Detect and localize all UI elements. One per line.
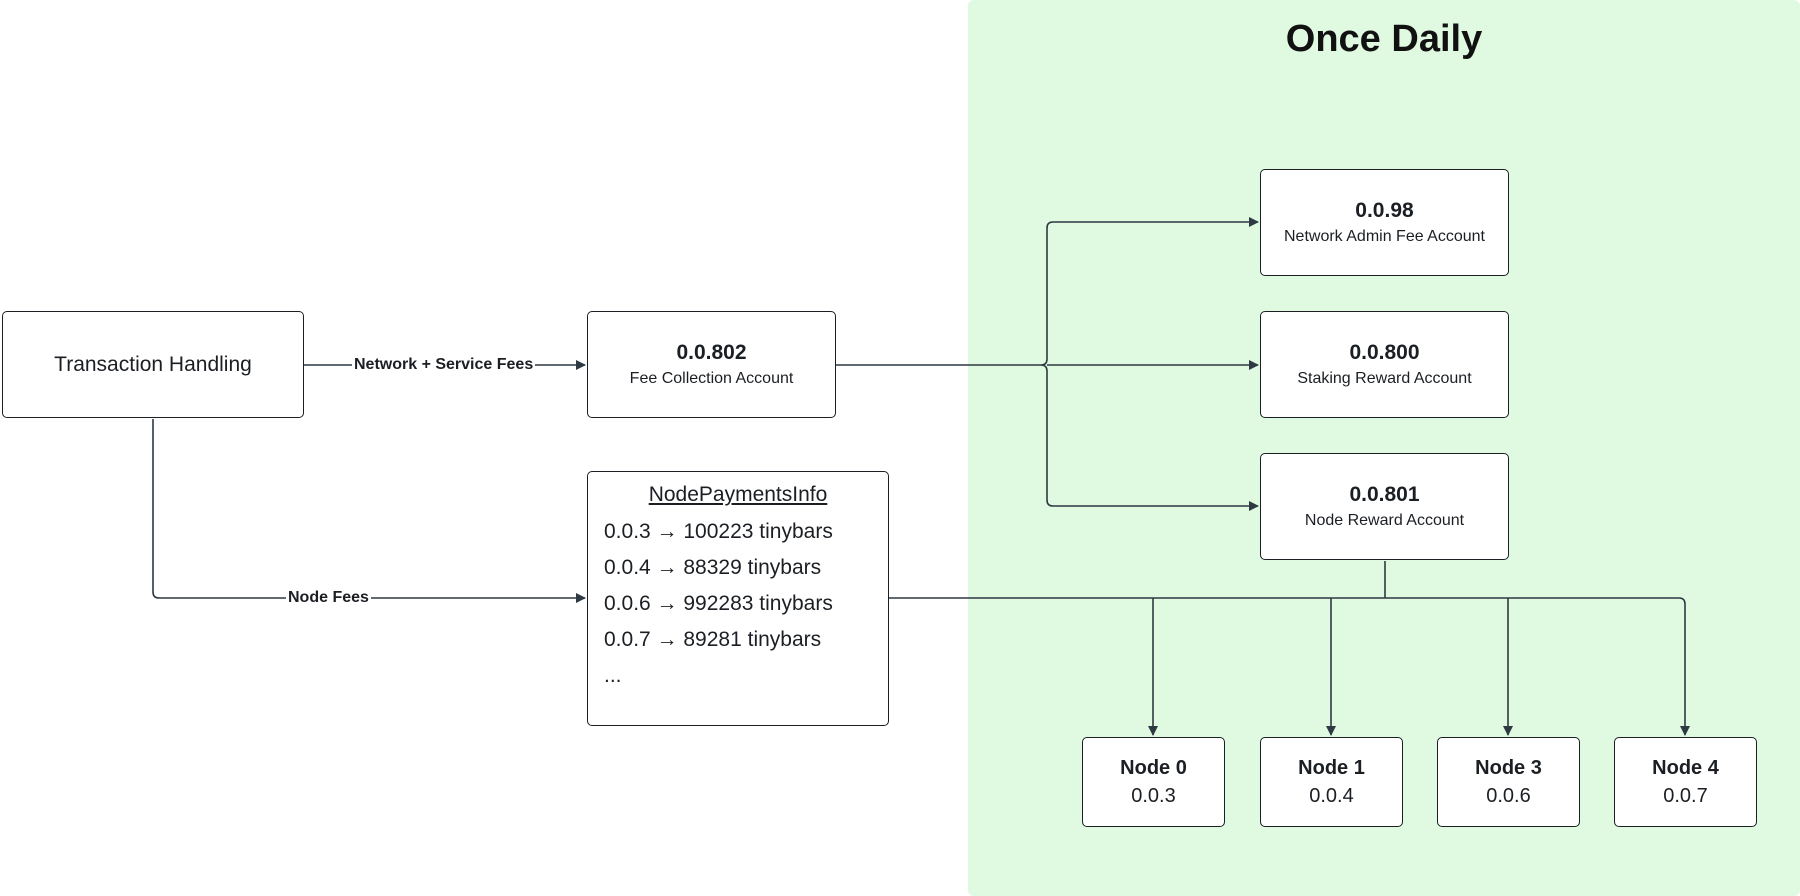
payment-row: 0.0.6 → 992283 tinybars — [604, 592, 833, 615]
zone-title: Once Daily — [1285, 18, 1483, 60]
network-admin-fee-account-box[interactable]: 0.0.98 Network Admin Fee Account — [1260, 169, 1509, 276]
node-account: 0.0.6 — [1486, 785, 1531, 807]
payment-row-ellipsis: ... — [604, 664, 622, 687]
payment-row: 0.0.3 → 100223 tinybars — [604, 520, 833, 543]
transaction-handling-label: Transaction Handling — [54, 352, 252, 376]
fee-collection-account-box[interactable]: 0.0.802 Fee Collection Account — [587, 311, 836, 418]
node-0-box[interactable]: Node 0 0.0.3 — [1082, 737, 1225, 827]
node-name: Node 0 — [1120, 757, 1187, 779]
node-reward-account-box[interactable]: 0.0.801 Node Reward Account — [1260, 453, 1509, 560]
edge-split-junction — [1040, 358, 1048, 372]
node-1-box[interactable]: Node 1 0.0.4 — [1260, 737, 1403, 827]
edge-to-node-reward — [1046, 371, 1259, 511]
node-3-box[interactable]: Node 3 0.0.6 — [1437, 737, 1580, 827]
node-reward-account-id: 0.0.801 — [1349, 482, 1420, 506]
node-reward-account-label: Node Reward Account — [1304, 511, 1465, 529]
node-account: 0.0.3 — [1131, 785, 1176, 807]
node-4-box[interactable]: Node 4 0.0.7 — [1614, 737, 1757, 827]
network-admin-fee-account-id: 0.0.98 — [1355, 198, 1414, 222]
staking-reward-account-label: Staking Reward Account — [1297, 369, 1472, 387]
edge-payments-bus — [889, 597, 1690, 736]
node-name: Node 1 — [1298, 757, 1365, 779]
staking-reward-account-id: 0.0.800 — [1349, 340, 1420, 364]
payment-row: 0.0.4 → 88329 tinybars — [604, 556, 822, 579]
fee-collection-account-label: Fee Collection Account — [629, 369, 794, 387]
node-payments-info-title: NodePaymentsInfo — [648, 483, 828, 506]
payment-row: 0.0.7 → 89281 tinybars — [604, 628, 822, 651]
transaction-handling-box[interactable]: Transaction Handling — [2, 311, 304, 418]
fee-collection-account-id: 0.0.802 — [676, 340, 747, 364]
edge-node-fees — [152, 419, 586, 603]
node-account: 0.0.7 — [1663, 785, 1708, 807]
label-network-service-fees: Network + Service Fees — [352, 355, 536, 375]
edge-to-network-admin — [1046, 217, 1259, 359]
node-name: Node 3 — [1475, 757, 1542, 779]
node-account: 0.0.4 — [1309, 785, 1354, 807]
staking-reward-account-box[interactable]: 0.0.800 Staking Reward Account — [1260, 311, 1509, 418]
network-admin-fee-account-label: Network Admin Fee Account — [1284, 227, 1485, 245]
node-name: Node 4 — [1652, 757, 1719, 779]
node-payments-info-box[interactable]: NodePaymentsInfo 0.0.3 → 100223 tinybars… — [587, 471, 889, 726]
label-node-fees: Node Fees — [286, 588, 371, 608]
